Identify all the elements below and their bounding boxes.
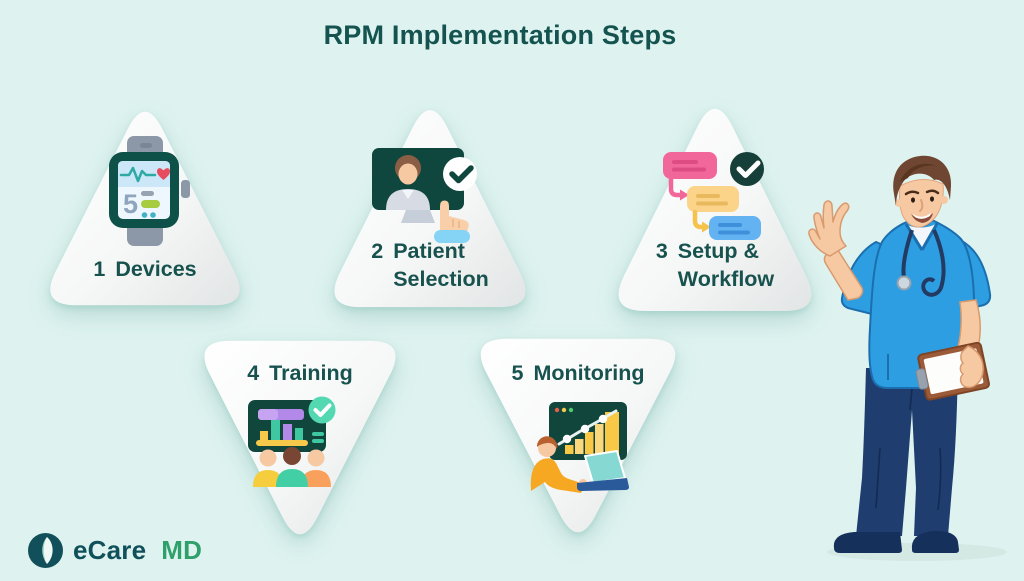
patient-selection-icon: [372, 148, 477, 243]
step-text-2: Workflow: [677, 266, 775, 291]
brand-logo: eCare MD: [27, 532, 202, 569]
step-text: Patient: [393, 239, 465, 263]
training-icon: [248, 396, 336, 487]
step-setup-workflow: 3 Setup & Workflow: [602, 84, 828, 318]
step-number: 1: [93, 257, 106, 281]
male-nurse-illustration: [808, 155, 1007, 561]
step-training: 4 Training: [188, 334, 412, 558]
step-text: Monitoring: [533, 361, 645, 385]
step-number: 4: [247, 361, 260, 385]
step-label-devices: 1 Devices: [34, 256, 256, 284]
step-label-patient-selection: 2 Patient Selection: [318, 238, 542, 293]
page-title: RPM Implementation Steps: [323, 20, 677, 50]
svg-text:5: 5: [123, 189, 138, 219]
step-label-training: 4 Training: [188, 360, 412, 388]
step-label-monitoring: 5 Monitoring: [464, 360, 692, 388]
monitoring-icon: [530, 402, 629, 493]
step-number: 2: [371, 239, 384, 263]
ecaremd-leaf-icon: [28, 533, 63, 568]
logo-text-secondary: MD: [161, 535, 203, 565]
step-text: Setup &: [677, 239, 760, 263]
step-monitoring: 5 Monitoring: [464, 332, 692, 556]
step-text-2: Selection: [393, 266, 489, 291]
step-number: 5: [511, 361, 524, 385]
setup-workflow-icon: [663, 152, 764, 240]
step-number: 3: [655, 239, 668, 263]
step-label-setup-workflow: 3 Setup & Workflow: [602, 238, 828, 293]
step-patient-selection: 2 Patient Selection: [318, 86, 542, 314]
step-text: Devices: [115, 257, 197, 281]
step-text: Training: [269, 361, 353, 385]
smartwatch-icon: 5: [109, 136, 190, 246]
logo-text-primary: eCare: [73, 535, 147, 565]
step-devices: 5 1 Devices: [34, 88, 256, 312]
